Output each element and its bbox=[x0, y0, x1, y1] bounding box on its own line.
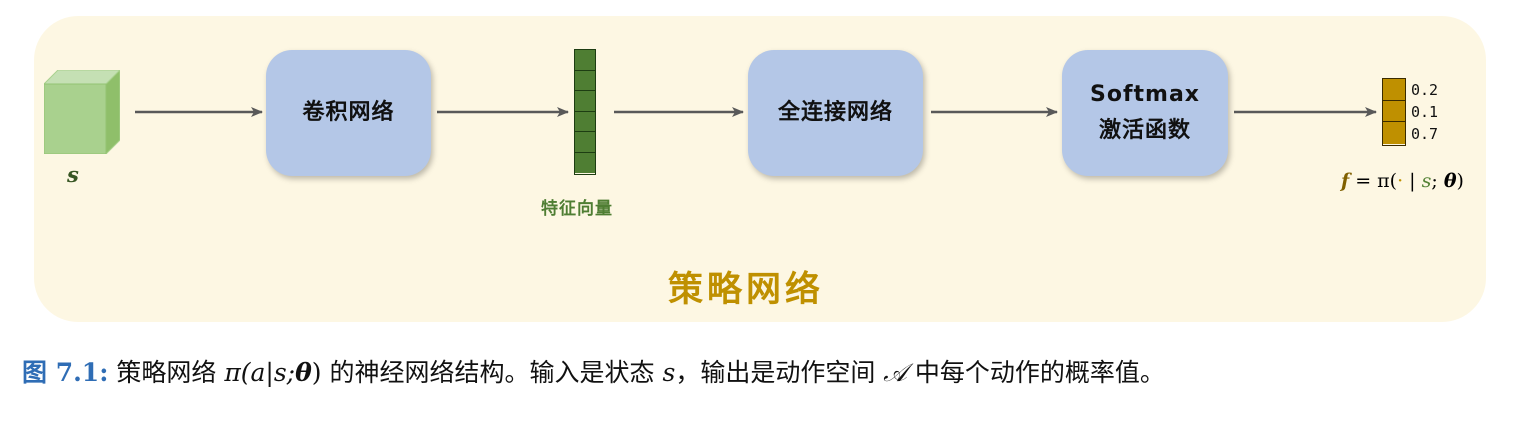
conv-network-label: 卷积网络 bbox=[302, 100, 395, 125]
activation-label: 激活函数 bbox=[1098, 118, 1191, 143]
probability-cell bbox=[1383, 100, 1405, 123]
softmax-label: Softmax bbox=[1089, 82, 1200, 107]
feature-vector bbox=[574, 49, 596, 175]
conv-network-box: 卷积网络 bbox=[266, 50, 431, 176]
figure-number: 图 7.1: bbox=[22, 358, 109, 387]
figure-caption: 图 7.1: 策略网络 π(a|s;θ) 的神经网络结构。输入是状态 s，输出是… bbox=[22, 358, 1165, 387]
feature-cell bbox=[575, 50, 595, 71]
softmax-box: Softmax 激活函数 bbox=[1062, 50, 1228, 176]
feature-cell bbox=[575, 91, 595, 112]
probability-cell bbox=[1383, 79, 1405, 101]
probability-value: 0.7 bbox=[1411, 125, 1439, 143]
probability-value: 0.2 bbox=[1411, 81, 1439, 99]
feature-cell bbox=[575, 132, 595, 153]
state-cube bbox=[44, 70, 120, 154]
probability-cell bbox=[1383, 122, 1405, 144]
fully-connected-label: 全连接网络 bbox=[777, 100, 893, 125]
feature-cell bbox=[575, 70, 595, 91]
feature-cell bbox=[575, 152, 595, 173]
probability-vector bbox=[1382, 78, 1406, 146]
feature-cell bbox=[575, 111, 595, 132]
probability-value: 0.1 bbox=[1411, 103, 1439, 121]
panel-title: 策略网络 bbox=[668, 270, 825, 310]
fully-connected-box: 全连接网络 bbox=[748, 50, 923, 176]
state-label: s bbox=[67, 162, 79, 187]
policy-formula: f = π(· | s; θ) bbox=[1341, 170, 1464, 192]
feature-vector-label: 特征向量 bbox=[541, 199, 613, 219]
